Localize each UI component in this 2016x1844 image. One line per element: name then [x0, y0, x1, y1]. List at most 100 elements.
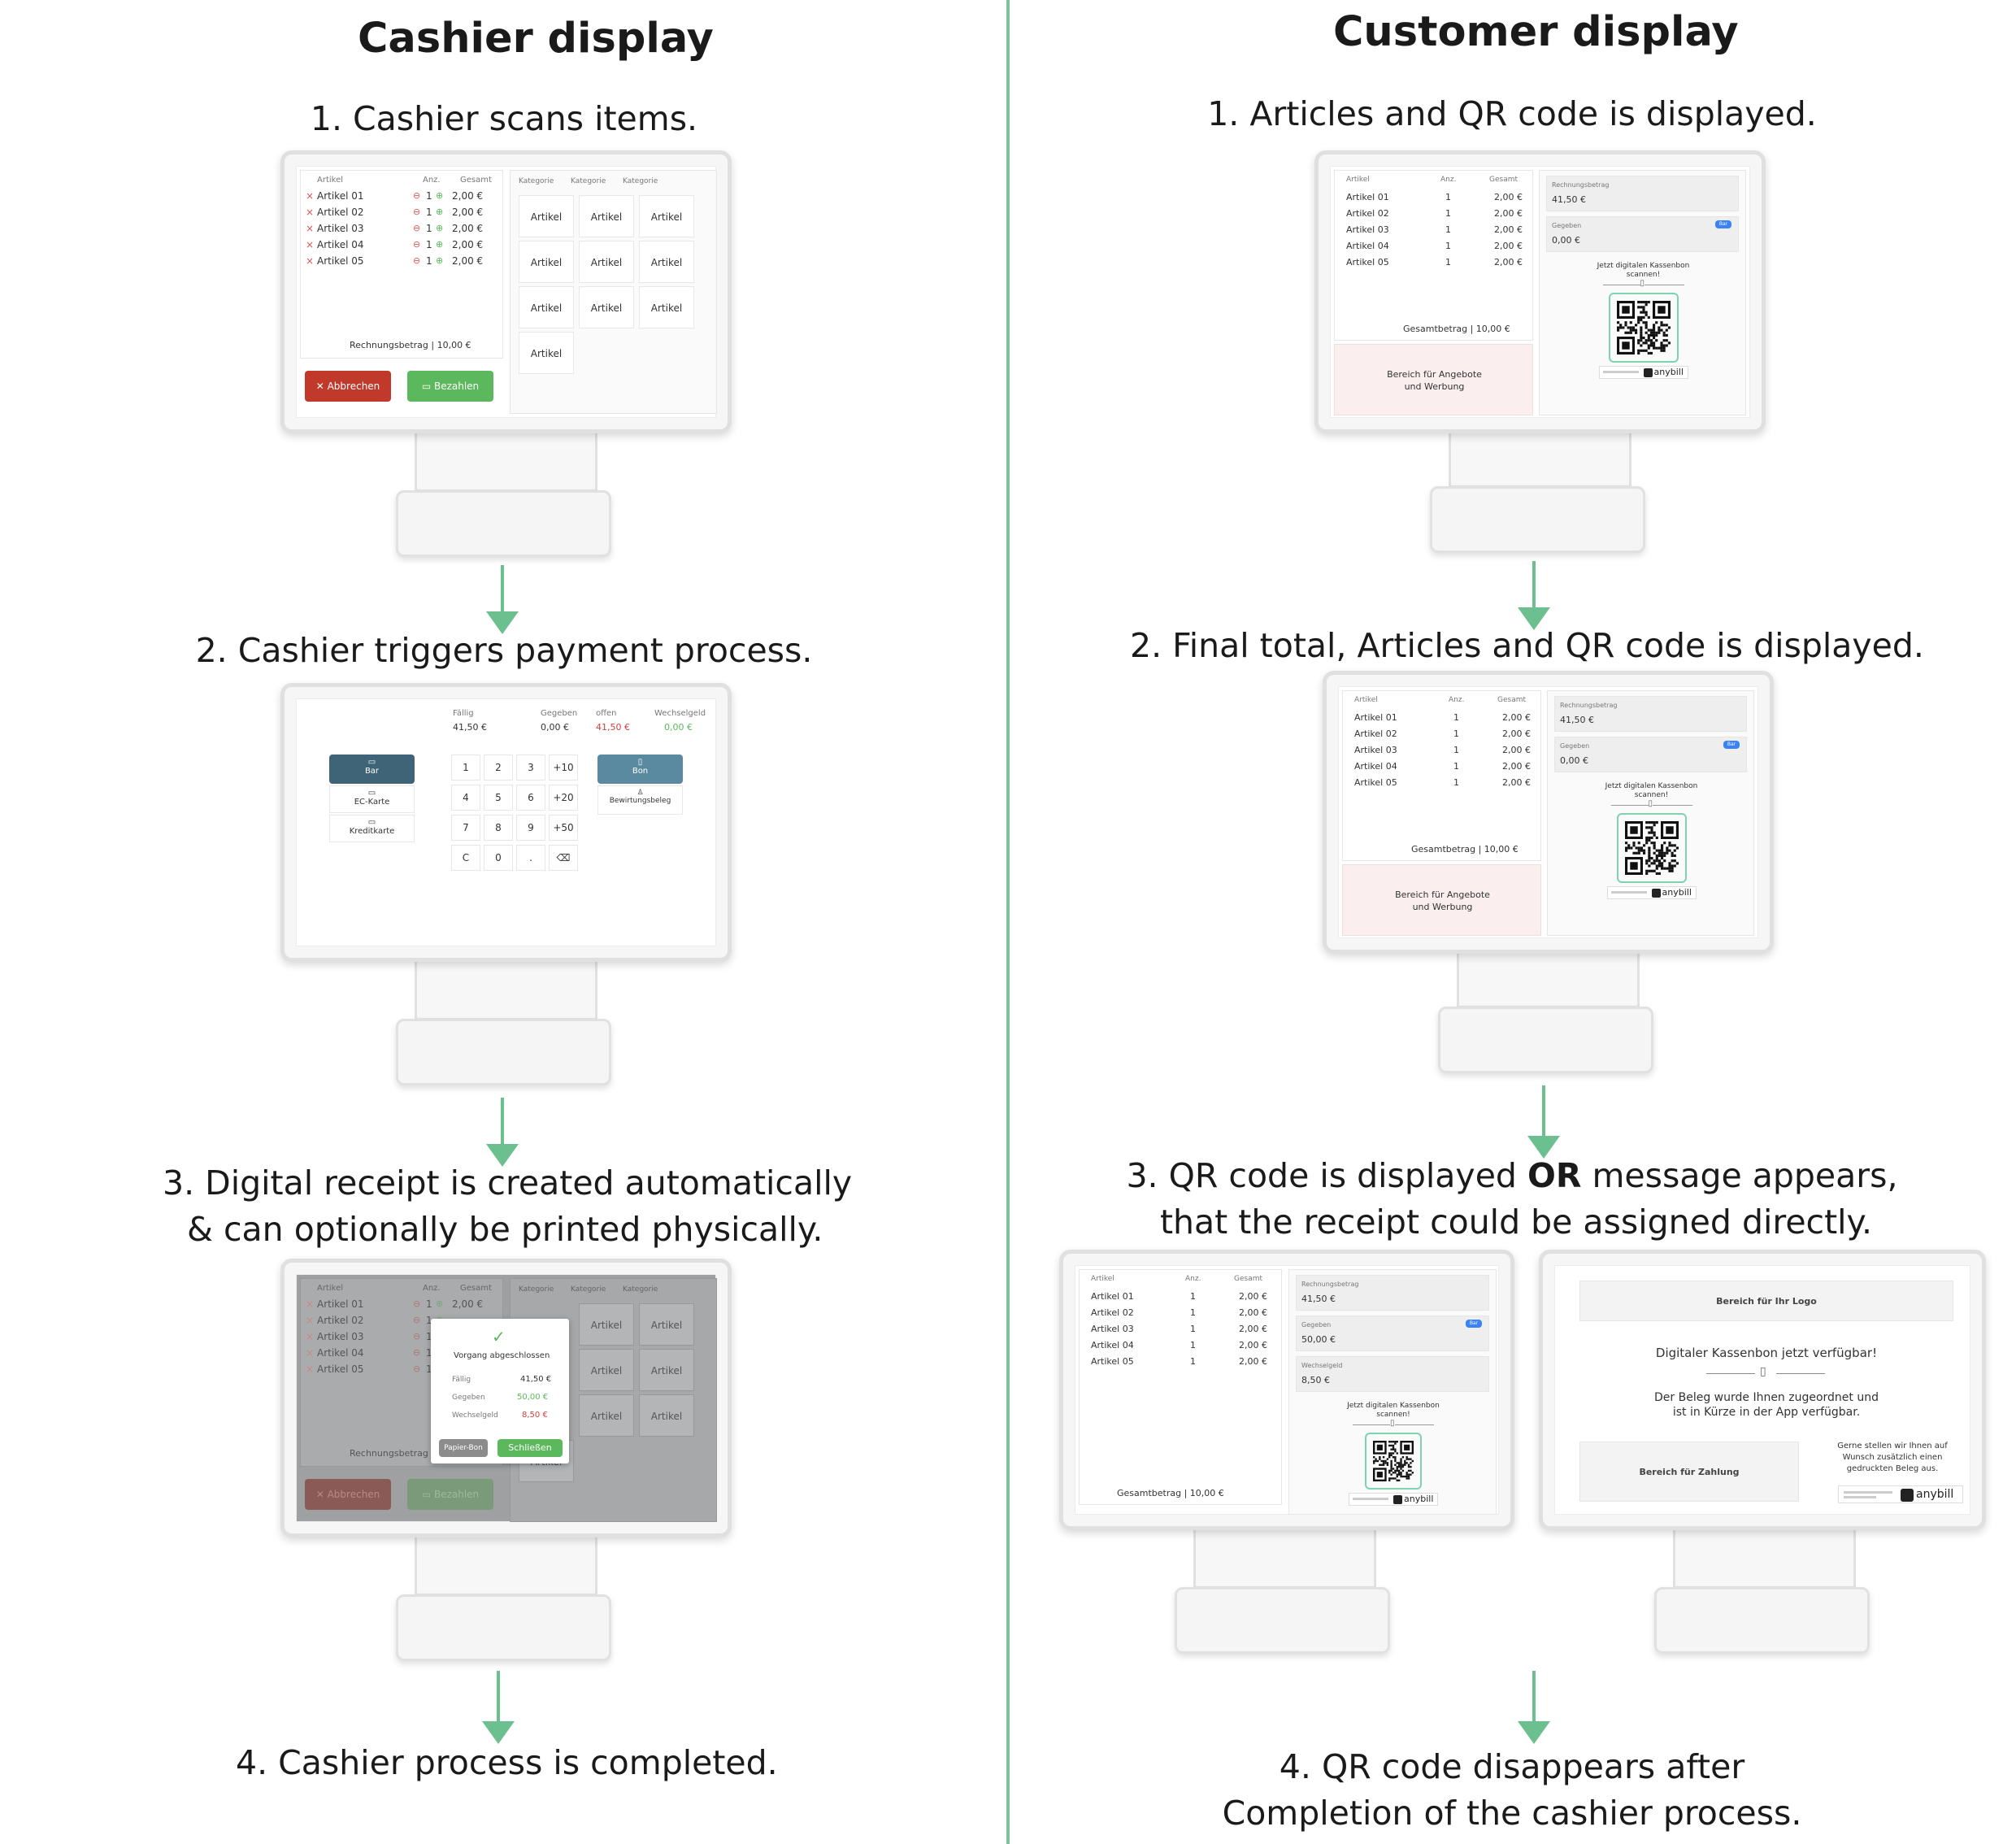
article-tile[interactable]: Artikel: [639, 1394, 694, 1437]
minus-icon[interactable]: ⊖: [413, 239, 421, 250]
article-tile[interactable]: Artikel: [579, 1303, 634, 1346]
minus-icon[interactable]: ⊖: [413, 1298, 421, 1309]
hospitality-receipt-button[interactable]: ♙Bewirtungsbeleg: [597, 785, 683, 815]
open-value: 41,50 €: [596, 722, 630, 733]
cancel-button[interactable]: ✕ Abbrechen: [305, 1479, 391, 1510]
key-3[interactable]: 3: [516, 755, 545, 781]
table-row[interactable]: ×Artikel 04⊖1⊕2,00 €: [301, 239, 502, 255]
key-0[interactable]: 0: [484, 845, 513, 871]
item-name: Artikel 01: [1354, 712, 1397, 723]
remove-icon[interactable]: ×: [306, 255, 315, 267]
plus-icon[interactable]: ⊕: [436, 255, 444, 266]
article-tile[interactable]: Artikel: [579, 1394, 634, 1437]
key-8[interactable]: 8: [484, 815, 513, 841]
article-tile[interactable]: Artikel: [519, 286, 574, 328]
change-label: Wechselgeld: [654, 709, 706, 718]
minus-icon[interactable]: ⊖: [413, 1347, 421, 1358]
qr-frame: [1365, 1433, 1422, 1490]
remove-icon[interactable]: ×: [306, 1363, 315, 1375]
col-header: Gesamt: [460, 1284, 492, 1293]
item-qty: 1: [1445, 224, 1451, 235]
tab-category[interactable]: Kategorie: [519, 1285, 554, 1294]
key-7[interactable]: 7: [451, 815, 480, 841]
remove-icon[interactable]: ×: [306, 223, 315, 234]
key-6[interactable]: 6: [516, 785, 545, 811]
payment-toggle[interactable]: Bar: [1466, 1320, 1482, 1328]
table-row[interactable]: ×Artikel 03⊖1⊕2,00 €: [301, 223, 502, 239]
credit-card-button[interactable]: ▭Kreditkarte: [329, 815, 415, 842]
pay-button[interactable]: ▭ Bezahlen: [407, 1479, 493, 1510]
key-9[interactable]: 9: [516, 815, 545, 841]
remove-icon[interactable]: ×: [306, 239, 315, 250]
key-plus-50[interactable]: +50: [549, 815, 578, 841]
article-tile[interactable]: Artikel: [639, 241, 694, 283]
plus-icon[interactable]: ⊕: [436, 239, 444, 250]
item-qty: 1: [1453, 761, 1459, 772]
receipt-icon: ▯: [1760, 1365, 1766, 1378]
article-tile[interactable]: Artikel: [639, 195, 694, 237]
cash-icon: ▭: [367, 758, 376, 767]
remove-icon[interactable]: ×: [306, 1347, 315, 1359]
plus-icon[interactable]: ⊕: [436, 223, 444, 233]
key-decimal[interactable]: .: [516, 845, 545, 871]
cancel-button[interactable]: ✕ Abbrechen: [305, 371, 391, 402]
plus-icon[interactable]: ⊕: [436, 190, 444, 201]
cashier-step-1: 1. Cashier scans items.: [310, 99, 698, 138]
tab-category[interactable]: Kategorie: [623, 177, 658, 185]
article-tile[interactable]: Artikel: [579, 241, 634, 283]
plus-icon[interactable]: ⊕: [436, 1298, 444, 1309]
article-tile[interactable]: Artikel: [579, 195, 634, 237]
payment-toggle[interactable]: Bar: [1715, 220, 1731, 228]
tab-category[interactable]: Kategorie: [571, 177, 606, 185]
paper-receipt-button[interactable]: Papier-Bon: [439, 1439, 488, 1457]
minus-icon[interactable]: ⊖: [413, 223, 421, 233]
remove-icon[interactable]: ×: [306, 1331, 315, 1342]
minus-icon[interactable]: ⊖: [413, 1331, 421, 1342]
table-row[interactable]: ×Artikel 02⊖1⊕2,00 €: [301, 207, 502, 223]
close-button[interactable]: Schließen: [497, 1439, 563, 1457]
cash-method-button[interactable]: ▭Bar: [329, 755, 415, 784]
tab-category[interactable]: Kategorie: [571, 1285, 606, 1294]
key-1[interactable]: 1: [451, 755, 480, 781]
pay-button[interactable]: ▭ Bezahlen: [407, 371, 493, 402]
remove-icon[interactable]: ×: [306, 207, 315, 218]
minus-icon[interactable]: ⊖: [413, 255, 421, 266]
remove-icon[interactable]: ×: [306, 1298, 315, 1310]
article-tile[interactable]: Artikel: [639, 1303, 694, 1346]
device-base: [396, 1594, 611, 1661]
table-row[interactable]: ×Artikel 01⊖1⊕2,00 €: [301, 1298, 502, 1315]
minus-icon[interactable]: ⊖: [413, 1315, 421, 1325]
article-tile[interactable]: Artikel: [639, 286, 694, 328]
given-value: 0,00 €: [541, 722, 569, 733]
receipt-button[interactable]: ▯Bon: [597, 755, 683, 784]
article-tile[interactable]: Artikel: [579, 1349, 634, 1391]
remove-icon[interactable]: ×: [306, 190, 315, 202]
article-tile[interactable]: Artikel: [519, 195, 574, 237]
ec-card-button[interactable]: ▭EC-Karte: [329, 785, 415, 813]
plus-icon[interactable]: ⊕: [436, 207, 444, 217]
payment-toggle[interactable]: Bar: [1723, 741, 1740, 749]
key-plus-20[interactable]: +20: [549, 785, 578, 811]
key-2[interactable]: 2: [484, 755, 513, 781]
change-label: Wechselgeld: [452, 1411, 498, 1420]
key-5[interactable]: 5: [484, 785, 513, 811]
minus-icon[interactable]: ⊖: [413, 207, 421, 217]
tab-category[interactable]: Kategorie: [623, 1285, 658, 1294]
minus-icon[interactable]: ⊖: [413, 1363, 421, 1374]
table-row[interactable]: ×Artikel 01⊖1⊕2,00 €: [301, 190, 502, 207]
article-tile[interactable]: Artikel: [579, 286, 634, 328]
backspace-icon[interactable]: ⌫: [549, 845, 578, 871]
minus-icon[interactable]: ⊖: [413, 190, 421, 201]
tab-category[interactable]: Kategorie: [519, 177, 554, 185]
remove-icon[interactable]: ×: [306, 1315, 315, 1326]
key-clear[interactable]: C: [451, 845, 480, 871]
article-tile[interactable]: Artikel: [639, 1349, 694, 1391]
key-plus-10[interactable]: +10: [549, 755, 578, 781]
table-row[interactable]: ×Artikel 05⊖1⊕2,00 €: [301, 255, 502, 272]
article-tile[interactable]: Artikel: [519, 241, 574, 283]
article-tile[interactable]: Artikel: [519, 332, 574, 374]
key-4[interactable]: 4: [451, 785, 480, 811]
